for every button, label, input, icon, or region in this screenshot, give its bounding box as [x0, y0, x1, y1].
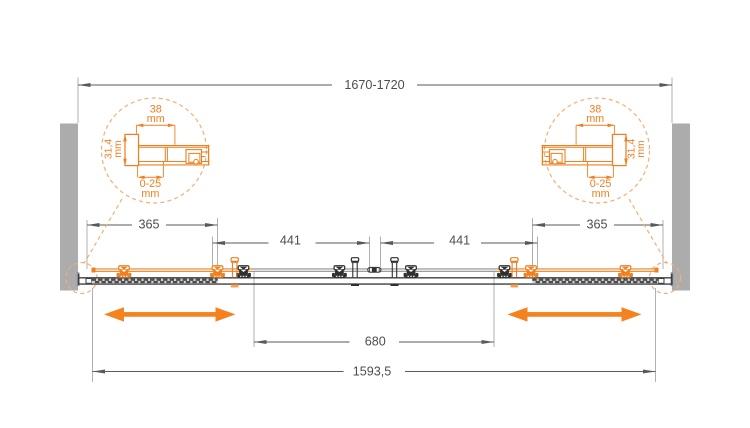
svg-text:mm: mm: [586, 113, 604, 125]
svg-text:mm: mm: [113, 140, 124, 157]
svg-text:mm: mm: [147, 113, 165, 125]
svg-text:mm: mm: [636, 140, 647, 157]
svg-text:1593,5: 1593,5: [353, 364, 392, 378]
svg-text:38: 38: [589, 103, 601, 115]
svg-text:365: 365: [586, 218, 607, 232]
svg-text:31,4: 31,4: [626, 139, 637, 159]
svg-text:365: 365: [138, 218, 159, 232]
svg-text:1670-1720: 1670-1720: [344, 78, 404, 92]
svg-text:mm: mm: [141, 188, 159, 200]
svg-text:441: 441: [280, 234, 301, 248]
svg-text:mm: mm: [592, 188, 610, 200]
svg-text:0-25: 0-25: [590, 178, 612, 190]
svg-text:31,4: 31,4: [103, 139, 114, 159]
svg-text:441: 441: [449, 234, 470, 248]
svg-text:0-25: 0-25: [140, 178, 162, 190]
svg-text:38: 38: [150, 103, 162, 115]
svg-text:680: 680: [365, 334, 386, 348]
